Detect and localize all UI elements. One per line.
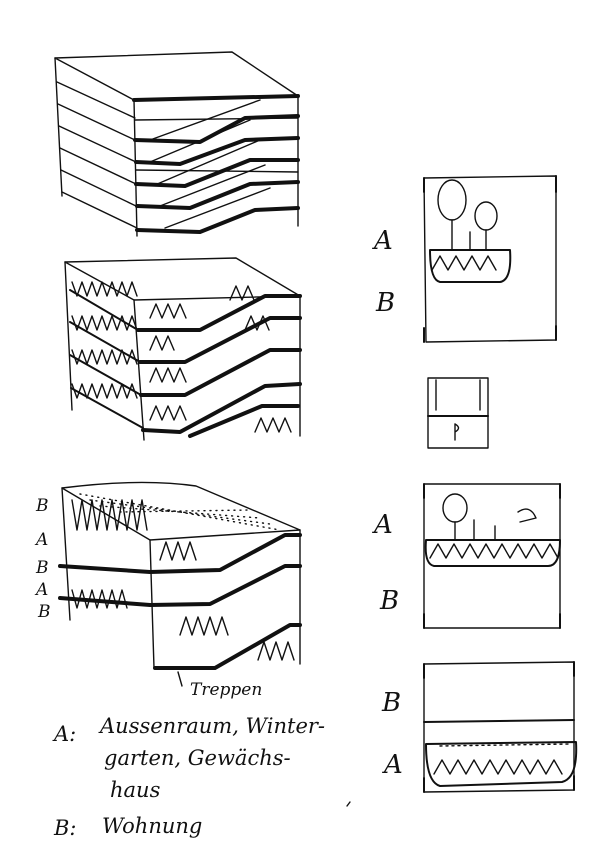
legend-a-key: A: bbox=[54, 722, 77, 746]
cube-2-hatched-terraces bbox=[64, 257, 302, 441]
cube3-label-a-2: A bbox=[36, 580, 49, 600]
cube-1-stacked-floors bbox=[54, 51, 300, 237]
cube3-label-a-1: A bbox=[36, 530, 49, 550]
legend-a-line-1: Aussenraum, Winter- bbox=[100, 714, 326, 738]
section1-label-a: A bbox=[374, 226, 393, 256]
stray-mark bbox=[346, 801, 351, 807]
section3-label-b: B bbox=[380, 586, 400, 616]
section-1-box bbox=[423, 175, 557, 343]
legend-b-key: B: bbox=[54, 816, 77, 840]
section1-label-b: B bbox=[376, 288, 396, 318]
cube3-label-b-2: B bbox=[36, 558, 49, 578]
section4-label-a: A bbox=[384, 750, 403, 780]
cube-3-sectioned bbox=[58, 481, 302, 687]
section-2-box bbox=[427, 377, 489, 449]
cube3-label-b-3: B bbox=[38, 602, 51, 622]
section-4-box bbox=[423, 661, 578, 793]
legend-a-line-3: haus bbox=[110, 778, 161, 802]
section-3-box bbox=[423, 483, 561, 629]
section4-label-b: B bbox=[382, 688, 402, 718]
legend-b-text: Wohnung bbox=[102, 814, 203, 838]
stairs-annotation: Treppen bbox=[190, 680, 263, 700]
section3-label-a: A bbox=[374, 510, 393, 540]
cube3-label-b-1: B bbox=[36, 496, 49, 516]
legend-a-line-2: garten, Gewächs- bbox=[104, 746, 291, 770]
